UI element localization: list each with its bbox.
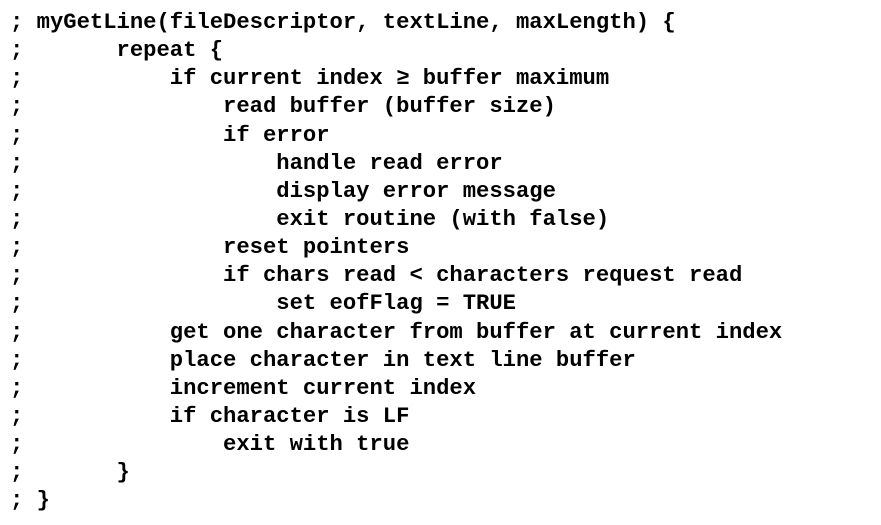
code-line-11: ; set eofFlag = TRUE [10, 291, 516, 317]
code-line-8: ; exit routine (with false) [10, 206, 610, 232]
code-line-2: ; repeat { [10, 38, 224, 64]
code-line-9: ; reset pointers [10, 235, 410, 261]
code-line-12: ; get one character from buffer at curre… [10, 319, 783, 345]
code-line-1: ; myGetLine(fileDescriptor, textLine, ma… [10, 10, 676, 35]
code-line-10: ; if chars read < characters request rea… [10, 263, 743, 289]
code-line-7: ; display error message [10, 178, 556, 204]
pseudocode-block: ; myGetLine(fileDescriptor, textLine, ma… [10, 9, 782, 516]
code-line-13: ; place character in text line buffer [10, 347, 636, 373]
code-line-18: ; } [10, 488, 50, 514]
code-line-15: ; if character is LF [10, 403, 410, 429]
code-line-3: ; if current index ≥ buffer maximum [10, 66, 610, 92]
code-line-4: ; read buffer (buffer size) [10, 94, 556, 120]
code-line-16: ; exit with true [10, 432, 410, 458]
code-line-6: ; handle read error [10, 150, 503, 176]
code-line-17: ; } [10, 460, 130, 486]
code-line-14: ; increment current index [10, 375, 477, 401]
code-line-5: ; if error [10, 122, 330, 148]
